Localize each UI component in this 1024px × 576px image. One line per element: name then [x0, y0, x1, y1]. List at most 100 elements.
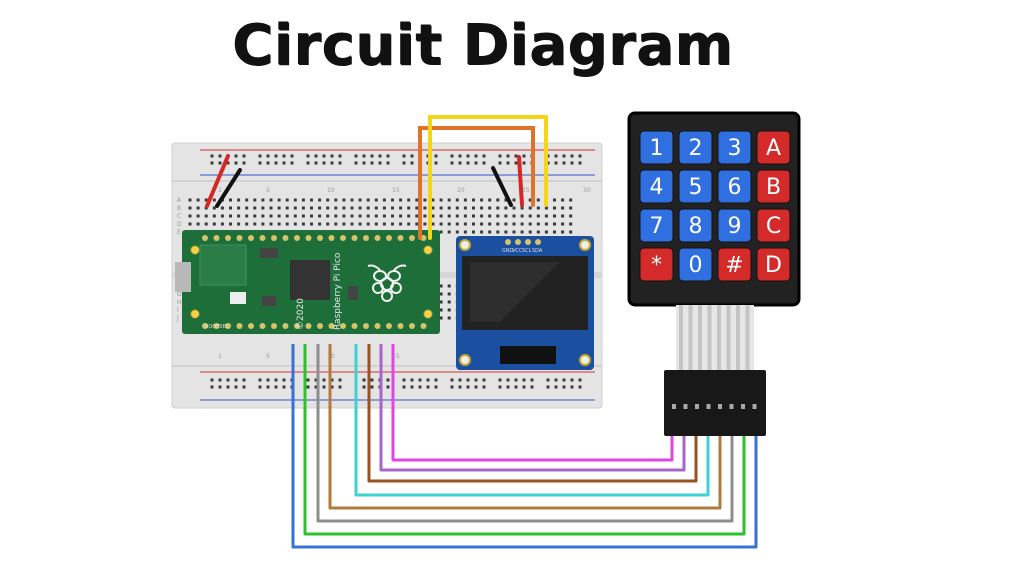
pico-pin	[236, 235, 243, 241]
power-wires	[205, 115, 548, 240]
column-number: 25	[522, 187, 530, 194]
keypad-connector-pins	[672, 404, 757, 409]
keypad-key-label: 3	[728, 136, 742, 161]
keypad-wires	[291, 344, 758, 549]
pico-pin	[409, 235, 415, 241]
keypad-key-0[interactable]	[678, 247, 713, 282]
keypad-key-label: B	[766, 175, 781, 200]
keypad-key-label: *	[651, 253, 662, 278]
pico-pin	[317, 235, 323, 241]
keypad-key-9[interactable]	[717, 208, 752, 243]
keypad-key-7[interactable]	[639, 208, 674, 243]
keypad-key-D[interactable]	[756, 247, 791, 282]
pico-pin	[397, 235, 404, 241]
keypad-wire-6	[316, 344, 734, 523]
keypad-key-2[interactable]	[678, 130, 713, 165]
keypad-key-label: A	[766, 136, 781, 161]
connector-pin	[706, 404, 711, 409]
row-letter: B	[177, 205, 181, 212]
pico-pin	[374, 323, 381, 329]
keypad-key-label: 6	[728, 175, 742, 200]
keypad-key-3[interactable]	[717, 130, 752, 165]
row-letter: J	[176, 315, 179, 322]
pico-pin	[317, 323, 323, 329]
pico-pin	[271, 235, 277, 241]
row-letter: A	[177, 197, 182, 204]
page-title: Circuit Diagram	[232, 13, 734, 78]
column-number: 30	[583, 187, 591, 194]
pico-pin	[259, 323, 266, 329]
column-number: 1	[218, 187, 222, 194]
keypad-key-label: 7	[650, 214, 664, 239]
connector-pin	[695, 404, 699, 409]
keypad-key-label: 1	[650, 136, 664, 161]
keypad-key-label: 9	[728, 214, 742, 239]
column-number: 10	[327, 187, 335, 194]
pico-pin	[363, 235, 369, 241]
keypad-key-B[interactable]	[756, 169, 791, 204]
column-number: 15	[392, 353, 400, 360]
connector-pin	[683, 404, 688, 409]
keypad-wire-7	[303, 344, 746, 536]
usb-port	[175, 262, 191, 292]
pico-pin	[225, 235, 231, 241]
bootsel-button[interactable]	[230, 292, 246, 304]
yellow-wire	[428, 115, 548, 240]
keypad-key-label: 2	[689, 136, 703, 161]
keypad-key-label: D	[765, 253, 782, 278]
pico-pin	[271, 323, 277, 329]
keypad-connector	[664, 370, 766, 436]
red-wire-left	[205, 154, 230, 208]
keypad-key-#[interactable]	[717, 247, 752, 282]
pico-pin	[363, 323, 369, 329]
oled-pin-label: VCC	[512, 248, 523, 254]
pico-pins	[202, 235, 427, 329]
pico-pin	[386, 323, 392, 329]
red-wire-right	[517, 155, 524, 207]
pico-pin	[248, 323, 254, 329]
raspberry-logo-icon	[367, 264, 407, 302]
row-letter: C	[177, 213, 181, 220]
orange-wire	[418, 126, 535, 240]
column-number: 5	[266, 187, 270, 194]
rp2040-chip	[290, 260, 330, 300]
pico-pin	[225, 323, 231, 329]
keypad-key-8[interactable]	[678, 208, 713, 243]
column-number: 1	[218, 353, 222, 360]
keypad-wire-4	[354, 344, 710, 497]
pico-pin	[420, 323, 427, 329]
keypad-key-1[interactable]	[639, 130, 674, 165]
connector-pin	[752, 404, 757, 409]
keypad-key-4[interactable]	[639, 169, 674, 204]
oled-pin-label: GND	[502, 248, 514, 254]
connector-pin	[729, 404, 734, 409]
keypad-key-label: 8	[689, 214, 703, 239]
row-letter: E	[177, 229, 181, 236]
keypad-wire-2	[379, 344, 686, 472]
pico-pin	[409, 323, 415, 329]
connector-pin	[718, 404, 722, 409]
pico-pin	[213, 235, 220, 241]
pico-pin	[236, 323, 243, 329]
pico-pin	[202, 323, 208, 329]
keypad-key-5[interactable]	[678, 169, 713, 204]
keypad-key-label: C	[766, 214, 781, 239]
keypad-key-C[interactable]	[756, 208, 791, 243]
pico-pin	[202, 235, 208, 241]
keypad-key-6[interactable]	[717, 169, 752, 204]
keypad-key-label: 5	[689, 175, 703, 200]
keypad-wire-3	[367, 344, 698, 483]
pico-pin	[374, 235, 381, 241]
keypad-key-*[interactable]	[639, 247, 674, 282]
pico-board-text: Raspberry Pi Pico	[333, 252, 343, 330]
connector-pin	[741, 404, 745, 409]
keypad-key-A[interactable]	[756, 130, 791, 165]
keypad-key-label: #	[725, 253, 743, 278]
oled-pin-label: SDA	[532, 248, 543, 254]
pico-pin	[248, 235, 254, 241]
pico-pin	[213, 323, 220, 329]
row-letter: G	[177, 291, 182, 298]
pico-pin	[386, 235, 392, 241]
black-wire-left	[215, 168, 242, 208]
